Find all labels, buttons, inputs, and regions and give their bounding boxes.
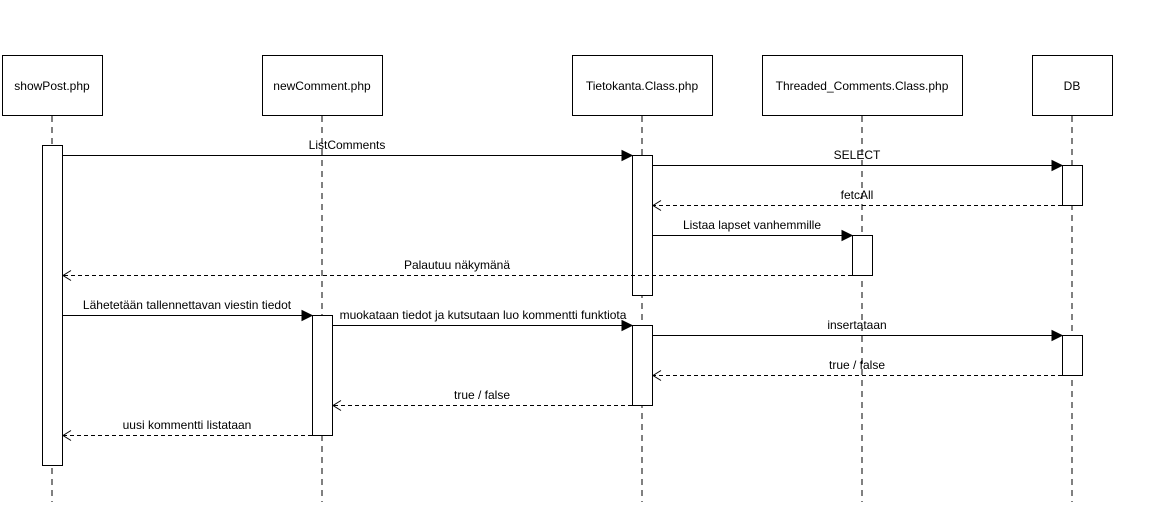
message-uusi-kommentti[interactable]: uusi kommentti listataan [62,418,312,441]
message-palautuu[interactable]: Palautuu näkymänä [62,258,852,281]
activation-db-1 [1062,165,1083,206]
message-label: true / false [454,388,510,402]
participant-label: newComment.php [273,79,371,93]
arrowhead-solid [621,319,634,332]
activations [42,145,1083,466]
arrowhead-solid [301,309,314,322]
participant-db[interactable]: DB [1032,55,1113,116]
message-listcomments[interactable]: ListComments [62,138,634,162]
arrowhead-open [652,200,662,211]
message-label: ListComments [309,138,386,152]
participant-threaded[interactable]: Threaded_Comments.Class.php [762,55,963,116]
activation-tietokanta-1 [632,155,653,296]
activation-threaded [852,235,873,276]
message-label: uusi kommentti listataan [123,418,252,432]
participant-box [2,55,103,116]
participants: showPost.php newComment.php Tietokanta.C… [2,55,1113,116]
message-label: insertataan [827,318,886,332]
message-label: fetcAll [841,188,874,202]
arrowhead-solid [1051,329,1064,342]
message-label: muokataan tiedot ja kutsutaan luo kommen… [340,308,627,322]
message-true-false-db[interactable]: true / false [652,358,1062,381]
message-label: true / false [829,358,885,372]
arrowhead-solid [841,229,854,242]
message-label: Listaa lapset vanhemmille [683,218,821,232]
messages: ListComments SELECT fetcAll Listaa lapse… [62,138,1064,441]
activation-showpost [42,145,63,466]
participant-label: Threaded_Comments.Class.php [776,79,949,93]
message-true-false-tietokanta[interactable]: true / false [332,388,632,411]
message-label: Lähetetään tallennettavan viestin tiedot [83,298,292,312]
participant-label: showPost.php [14,79,90,93]
arrowhead-open [652,370,662,381]
activation-db-2 [1062,335,1083,376]
participant-box [572,55,713,116]
arrowhead-solid [1051,159,1064,172]
participant-box [762,55,963,116]
participant-box [262,55,383,116]
activation-tietokanta-2 [632,325,653,406]
message-listaa-lapset[interactable]: Listaa lapset vanhemmille [652,218,854,242]
message-lahetetaan[interactable]: Lähetetään tallennettavan viestin tiedot [62,298,314,322]
activation-newcomment [312,315,333,436]
arrowhead-open [332,400,342,411]
arrowhead-open [62,270,72,281]
arrowhead-solid [621,149,634,162]
message-label: Palautuu näkymänä [404,258,510,272]
message-label: SELECT [834,148,881,162]
participant-box [1032,55,1113,116]
message-muokataan[interactable]: muokataan tiedot ja kutsutaan luo kommen… [332,308,634,332]
arrowhead-open [62,430,72,441]
message-fetcall[interactable]: fetcAll [652,188,1062,211]
message-insertataan[interactable]: insertataan [652,318,1064,342]
message-select[interactable]: SELECT [652,148,1064,172]
participant-newcomment[interactable]: newComment.php [262,55,383,116]
participant-tietokanta[interactable]: Tietokanta.Class.php [572,55,713,116]
participant-label: DB [1064,79,1081,93]
participant-showpost[interactable]: showPost.php [2,55,103,116]
participant-label: Tietokanta.Class.php [586,79,699,93]
